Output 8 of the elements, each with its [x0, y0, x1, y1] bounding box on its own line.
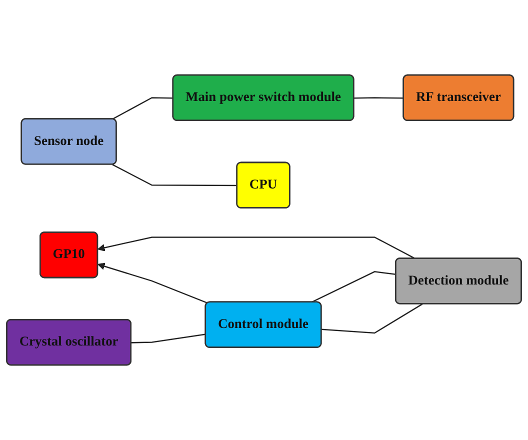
connector [311, 271, 396, 303]
connector [112, 164, 238, 186]
connector [131, 334, 206, 344]
connector [354, 97, 404, 99]
connector [112, 97, 174, 120]
connector [322, 304, 423, 334]
arrow [98, 236, 416, 260]
arrow [98, 262, 208, 304]
